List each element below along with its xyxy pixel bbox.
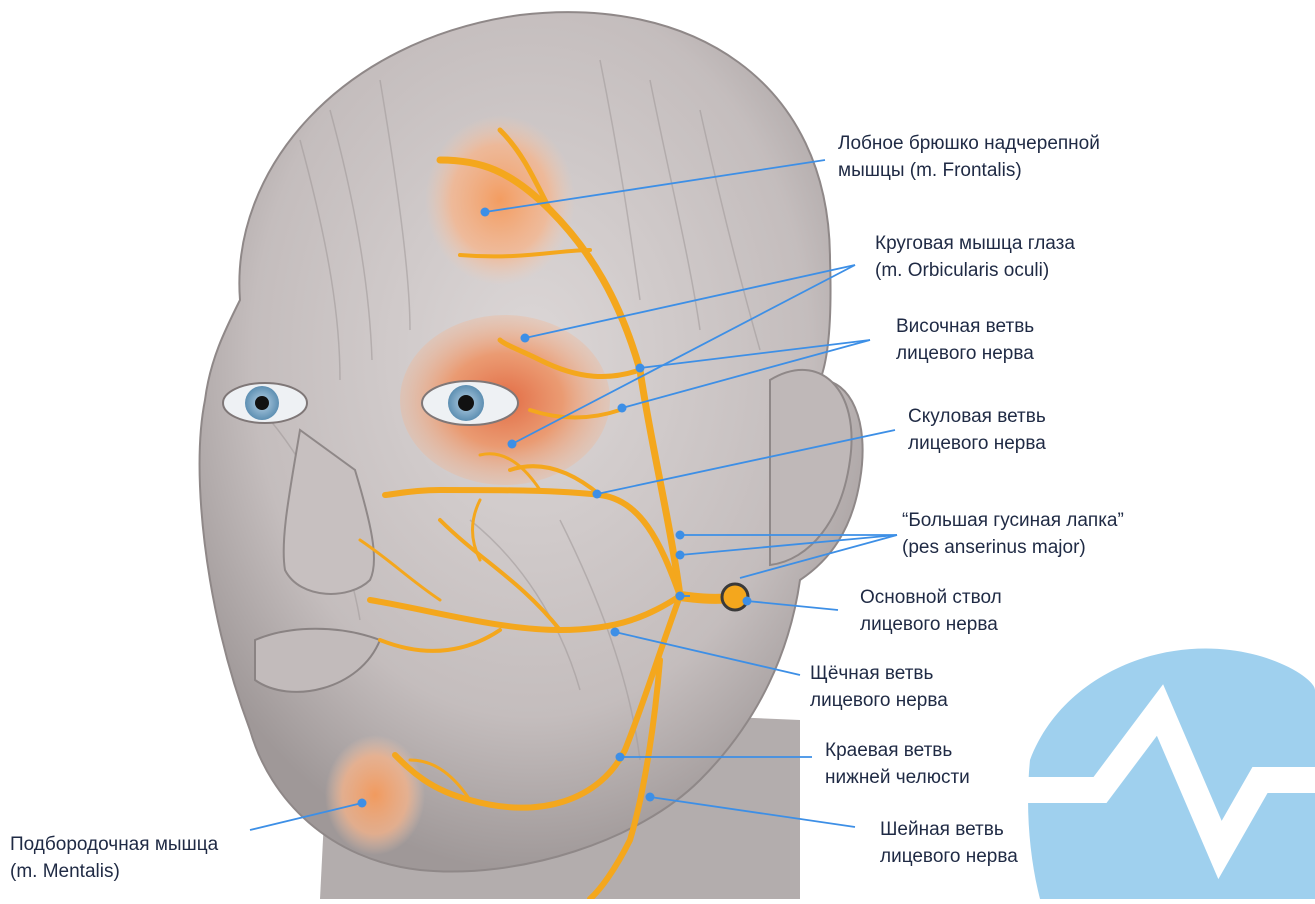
label-mandibular: Краевая ветвь нижней челюсти — [825, 737, 970, 791]
pulse-logo-icon — [1020, 648, 1315, 899]
eye-left — [422, 381, 518, 425]
label-main-trunk: Основной ствол лицевого нерва — [860, 584, 1002, 638]
frontalis-highlight — [425, 115, 575, 285]
mentalis-highlight — [325, 735, 425, 855]
label-zygomatic: Скуловая ветвь лицевого нерва — [908, 403, 1046, 457]
label-pes-anserinus: “Большая гусиная лапка” (pes anserinus m… — [902, 507, 1124, 561]
label-buccal: Щёчная ветвь лицевого нерва — [810, 660, 948, 714]
label-orbicularis: Круговая мышца глаза (m. Orbicularis ocu… — [875, 230, 1075, 284]
label-cervical: Шейная ветвь лицевого нерва — [880, 816, 1018, 870]
eye-right — [223, 383, 307, 423]
label-frontalis: Лобное брюшко надчерепной мышцы (m. Fron… — [838, 130, 1100, 184]
label-mentalis: Подбородочная мышца (m. Mentalis) — [10, 831, 218, 885]
label-temporal: Височная ветвь лицевого нерва — [896, 313, 1034, 367]
